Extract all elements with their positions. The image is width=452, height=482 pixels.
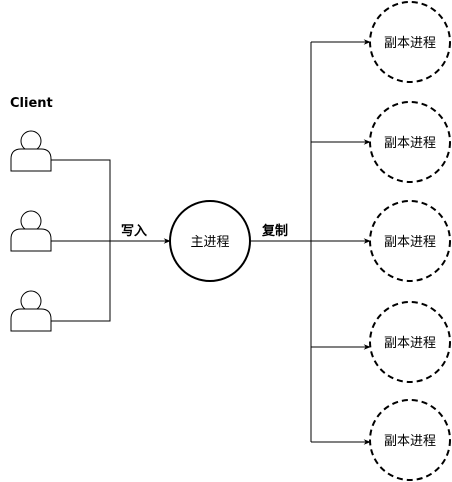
replica-process-label: 副本进程 xyxy=(384,336,436,351)
copy-label: 复制 xyxy=(261,223,288,239)
write-label: 写入 xyxy=(121,224,147,239)
replication-connectors xyxy=(250,39,371,445)
replica-process-label: 副本进程 xyxy=(384,136,436,151)
replica-process-node: 副本进程 xyxy=(369,200,451,282)
replica-process-label: 副本进程 xyxy=(384,235,436,250)
replica-process-label: 副本进程 xyxy=(384,434,436,449)
replica-process-label: 副本进程 xyxy=(384,36,436,51)
client-user-icon xyxy=(10,130,52,172)
replica-process-node: 副本进程 xyxy=(369,399,451,481)
client-title: Client xyxy=(10,96,53,111)
primary-process-node: 主进程 xyxy=(169,200,251,282)
client-user-icon xyxy=(10,290,52,332)
primary-process-label: 主进程 xyxy=(190,235,229,250)
replica-process-node: 副本进程 xyxy=(369,301,451,383)
client-connectors xyxy=(51,159,171,322)
client-user-icon xyxy=(10,210,52,252)
replica-process-node: 副本进程 xyxy=(369,101,451,183)
replica-process-node: 副本进程 xyxy=(369,1,451,83)
